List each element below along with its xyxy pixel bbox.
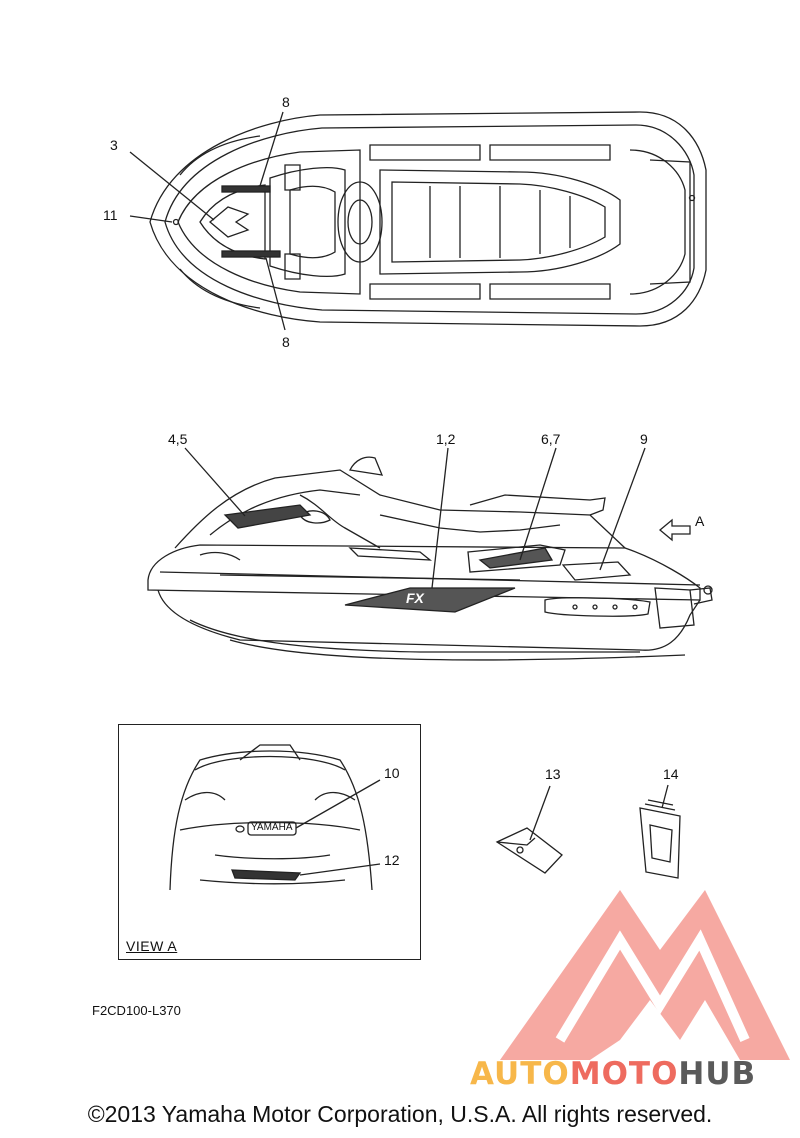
callout-3: 3 <box>110 137 118 153</box>
copyright-notice: ©2013 Yamaha Motor Corporation, U.S.A. A… <box>87 1101 713 1127</box>
view-a-frame <box>118 724 421 960</box>
view-a-arrow <box>658 518 691 542</box>
callout-4-5: 4,5 <box>168 431 188 447</box>
view-a-leaders <box>295 779 381 876</box>
callout-8-top: 8 <box>282 94 290 110</box>
logo-text-moto: MOTO <box>569 1056 679 1092</box>
side-view-leaders <box>184 447 646 589</box>
top-view-leaders <box>129 111 286 331</box>
callout-10: 10 <box>384 765 400 781</box>
fx-badge-text: FX <box>406 590 424 606</box>
yamaha-badge-text: YAMAHA <box>251 822 293 833</box>
callout-8-bottom: 8 <box>282 334 290 350</box>
logo-text-hub: HUB <box>678 1056 757 1092</box>
callout-6-7: 6,7 <box>541 431 561 447</box>
part-code: F2CD100-L370 <box>92 1003 181 1018</box>
callout-view-a: A <box>695 513 705 529</box>
callout-13: 13 <box>545 766 561 782</box>
view-a-label: VIEW A <box>126 938 178 954</box>
callout-11: 11 <box>103 207 118 223</box>
top-view-hull <box>149 111 707 327</box>
callout-9: 9 <box>640 431 648 447</box>
automotohub-logo-mark <box>500 890 790 1060</box>
automotohub-logo-text: AUTOMOTOHUB <box>470 1056 756 1092</box>
callout-12: 12 <box>384 852 400 868</box>
side-view-hull <box>147 456 713 661</box>
logo-text-auto: AUTO <box>470 1056 570 1092</box>
part-14-holder <box>639 784 681 879</box>
callout-1-2: 1,2 <box>436 431 456 447</box>
view-a-hull <box>169 744 373 891</box>
part-13-pouch <box>495 785 563 874</box>
callout-14: 14 <box>663 766 679 782</box>
